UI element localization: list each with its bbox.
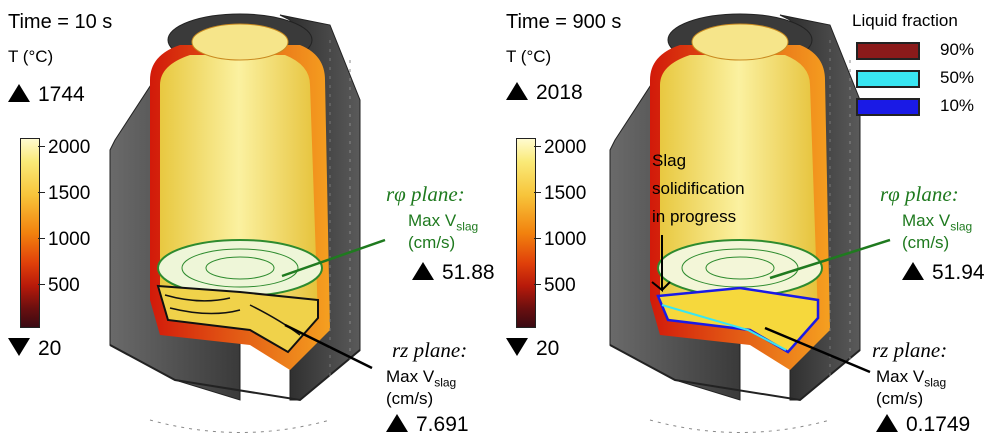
right-rz-plane-label: rz plane:: [872, 338, 948, 362]
annotation-line-3: in progress: [652, 207, 737, 226]
left-temp-min: 20: [8, 338, 61, 359]
right-rphi-plane-label: rφ plane:: [880, 182, 959, 206]
right-tick-1000: 1000: [533, 229, 587, 250]
left-tick-1000: 1000: [37, 229, 91, 250]
left-colorbar: [20, 138, 40, 328]
annotation-line-2: solidification: [652, 179, 745, 198]
right-mouth: [691, 23, 789, 61]
legend-title: Liquid fraction: [852, 11, 958, 30]
max-triangle-icon: [8, 84, 30, 102]
max-triangle-icon: [902, 262, 924, 280]
annotation-line-1: Slag: [652, 151, 687, 170]
right-rz-value: 0.1749: [876, 414, 970, 435]
left-tick-1500: 1500: [37, 183, 91, 204]
right-tick-2000: 2000: [533, 137, 587, 158]
right-rz-leader: [764, 326, 871, 374]
min-triangle-icon: [8, 338, 30, 356]
left-rphi-plane-label: rφ plane:: [386, 182, 465, 206]
right-tick-1500: 1500: [533, 183, 587, 204]
max-triangle-icon: [506, 82, 528, 100]
right-rz-max-label: Max Vslag: [876, 367, 947, 390]
right-temp-min: 20: [506, 338, 559, 359]
right-rphi-leader: [769, 238, 891, 280]
left-temp-max: 1744: [8, 84, 85, 105]
right-tick-500: 500: [534, 275, 576, 296]
right-time-label: Time = 900 s: [506, 11, 622, 33]
left-rz-value: 7.691: [386, 414, 469, 435]
left-rz-plane-label: rz plane:: [392, 338, 468, 362]
right-rphi-value: 51.94: [902, 262, 985, 283]
right-temp-max: 2018: [506, 82, 583, 103]
right-colorbar: [516, 138, 536, 328]
min-triangle-icon: [506, 338, 528, 356]
left-rphi-max-label: Max Vslag: [408, 211, 479, 234]
legend-label-90: 90%: [940, 40, 975, 59]
right-rphi-unit: (cm/s): [902, 233, 950, 252]
legend-label-50: 50%: [940, 68, 975, 87]
right-temp-unit: T (°C): [506, 47, 552, 66]
legend-label-10: 10%: [940, 96, 975, 115]
legend-swatch-10: [856, 98, 920, 116]
legend-swatch-90: [856, 42, 920, 60]
left-rz-max-label: Max Vslag: [386, 367, 457, 390]
left-temp-unit: T (°C): [8, 47, 54, 66]
right-vessel: [609, 13, 861, 433]
right-rz-slab: [656, 286, 820, 354]
left-tick-500: 500: [38, 275, 80, 296]
legend-swatch-50: [856, 70, 920, 88]
right-rz-unit: (cm/s): [876, 389, 924, 408]
left-vessel: [109, 13, 361, 433]
left-time-label: Time = 10 s: [8, 11, 113, 33]
left-mouth: [191, 23, 289, 61]
max-triangle-icon: [876, 414, 898, 432]
left-rphi-unit: (cm/s): [408, 233, 456, 252]
annotation-arrow: [651, 235, 671, 293]
max-triangle-icon: [386, 414, 408, 432]
left-rphi-value: 51.88: [412, 262, 495, 283]
left-rz-leader: [284, 323, 373, 370]
right-rphi-max-label: Max Vslag: [902, 211, 973, 234]
max-triangle-icon: [412, 262, 434, 280]
left-tick-2000: 2000: [37, 137, 91, 158]
left-rz-unit: (cm/s): [386, 389, 434, 408]
left-rphi-leader: [281, 238, 386, 278]
